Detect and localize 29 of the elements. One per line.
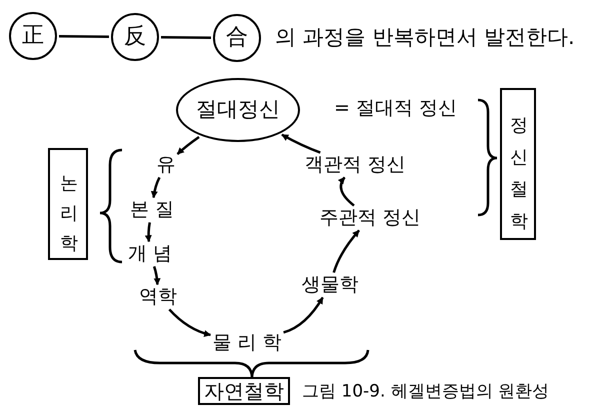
stage-label: 역학 [139, 286, 177, 308]
arrow [283, 296, 324, 334]
stage-label: 주관적 정신 [319, 208, 421, 228]
circle-node: 合 [213, 14, 261, 62]
stage-label: 본 질 [130, 200, 174, 220]
stage-label: 물 리 학 [212, 332, 282, 354]
arrow [338, 176, 355, 207]
arrow [168, 308, 212, 337]
caption: 그림 10-9. 헤겔변증법의 원환성 [302, 380, 550, 402]
ellipse-node: 절대정신 [176, 78, 300, 142]
category-box: 논리학 [48, 148, 88, 260]
category-box: 정신철학 [500, 88, 536, 240]
stage-label: 생물학 [302, 274, 358, 296]
circle-node: 反 [111, 13, 159, 61]
arrow [150, 176, 161, 198]
connector-line [160, 36, 212, 39]
arrow [176, 136, 200, 155]
circle-node: 正 [9, 12, 57, 60]
arrow [281, 134, 321, 154]
arrow [152, 266, 161, 286]
stage-label: 객관적 정신 [304, 154, 406, 176]
arrow [332, 230, 360, 273]
connector-line [58, 35, 110, 38]
heading-text: 의 과정을 반복하면서 발전한다. [275, 24, 575, 51]
arrow [144, 222, 152, 242]
beside-text: = 절대적 정신 [334, 96, 457, 121]
stage-label: 개 념 [128, 244, 172, 264]
stage-label: 유 [156, 154, 176, 176]
category-box: 자연철학 [198, 377, 290, 405]
